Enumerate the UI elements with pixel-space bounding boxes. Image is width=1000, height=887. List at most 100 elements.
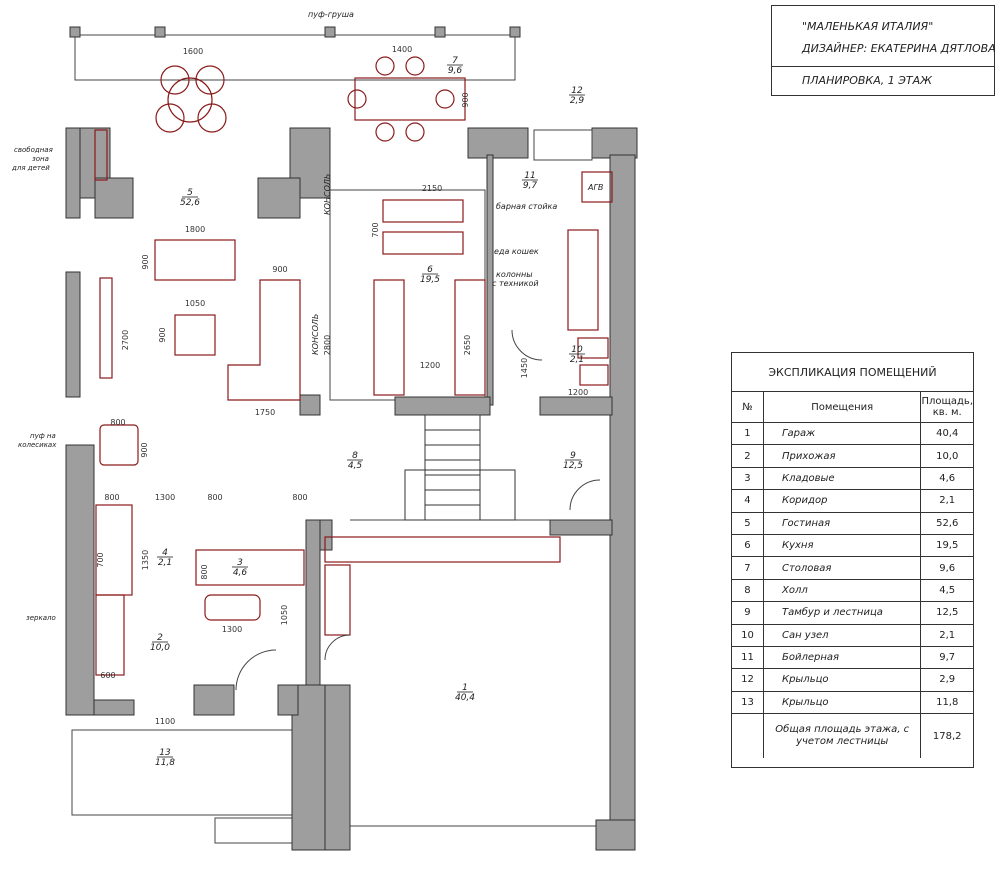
room-area: 11,8 [155,758,175,768]
table-cell-area: 12,5 [920,601,973,625]
table-cell-n: 2 [732,444,764,468]
entrance-door [235,649,277,691]
room-number: 2 [157,633,163,643]
table-cell-n: 3 [732,467,764,491]
agv-box [581,171,613,203]
wall-west-lower [65,444,95,716]
room-area: 4,6 [233,568,248,578]
room-area: 40,4 [455,693,475,703]
dimension-label: 1400 [392,45,412,54]
svg-text:колесиках: колесиках [18,441,57,449]
sheet-title: ПЛАНИРОВКА, 1 ЭТАЖ [802,74,933,87]
room-area: 9,7 [523,181,538,191]
table-cell-name: Бойлерная [763,646,922,670]
wardrobe [95,504,133,596]
table-cell-n: 8 [732,579,764,603]
dimension-label: 800 [104,493,119,502]
table-cell-area: 19,5 [920,534,973,558]
table-header-row: № Помещения Площадь, кв. м. [732,392,973,423]
pouf-square [174,314,216,356]
table-cell-area: 4,5 [920,579,973,603]
title-block: "МАЛЕНЬКАЯ ИТАЛИЯ" ДИЗАЙНЕР: ЕКАТЕРИНА Д… [771,5,996,96]
dimension-label: 900 [140,442,149,457]
room-explication-table: ЭКСПЛИКАЦИЯ ПОМЕЩЕНИЙ № Помещения Площад… [731,352,974,768]
svg-text:свободная: свободная [14,146,53,154]
wall-east [609,154,636,821]
dimension-label: 800 [110,418,125,427]
dimension-label: 1300 [155,493,175,502]
storage-cabinets [195,549,305,586]
table-cell-n: 7 [732,556,764,580]
room-area: 10,0 [150,643,170,653]
dimension-label: 1350 [141,550,150,570]
room-area: 9,6 [448,66,463,76]
table-cell-area: 2,9 [920,668,973,692]
table-cell-name: Крыльцо [763,668,922,692]
dimension-label: 800 [292,493,307,502]
porch-outline [71,729,293,816]
dining-table [354,77,466,121]
table-cell-area: 2,1 [920,624,973,647]
table-cell-n: 4 [732,489,764,513]
room-number: 4 [162,548,168,558]
round-table [167,77,213,123]
dimension-label: 2700 [121,330,130,350]
room-number: 1 [462,683,468,693]
dimension-label: 800 [200,564,209,579]
explication-title: ЭКСПЛИКАЦИЯ ПОМЕЩЕНИЙ [732,353,973,392]
table-cell-n: 6 [732,534,764,558]
table-cell-name: Столовая [763,556,922,580]
dimension-label: 700 [371,222,380,237]
table-cell-name: Гараж [763,422,922,446]
table-cell-name: Коридор [763,489,922,513]
room-area: 52,6 [180,198,200,208]
table-cell-n: 13 [732,691,764,715]
project-name: "МАЛЕНЬКАЯ ИТАЛИЯ" [802,20,934,33]
terrace-outline [74,34,516,81]
svg-text:КОНСОЛЬ: КОНСОЛЬ [311,314,320,355]
dimension-label: 700 [96,552,105,567]
mirror-label: зеркало [26,614,56,622]
room-number: 13 [159,748,171,758]
table-cell-name: Кухня [763,534,922,558]
dimension-label: 2150 [422,184,442,193]
room-area: 19,5 [420,275,440,285]
staircase [404,414,516,521]
dimension-label: 800 [207,493,222,502]
table-cell-area: 52,6 [920,512,973,535]
wall-west-fireplace [65,271,81,398]
dimension-label: 1050 [185,299,205,308]
dimension-label: 1750 [255,408,275,417]
dimension-label: 1450 [520,358,529,378]
dimension-label: 900 [272,265,287,274]
table-cell-area: 40,4 [920,422,973,446]
garage-shelving [324,536,561,563]
boiler-equipment [567,229,599,331]
table-cell-name: Холл [763,579,922,603]
table-cell-area: 2,1 [920,489,973,513]
wall-garage-west [324,684,351,851]
room-area: 2,1 [158,558,172,568]
svg-text:пуф на: пуф на [30,432,56,440]
puf-grusha-label: пуф-груша [308,10,354,19]
room-number: 5 [187,188,193,198]
pouf-wheels [99,424,139,466]
dimension-label: 600 [100,671,115,680]
table-cell-area: 9,6 [920,556,973,580]
svg-text:КОНСОЛЬ: КОНСОЛЬ [323,174,332,215]
room-number: 3 [237,558,243,568]
svg-text:с техникой: с техникой [492,279,539,288]
table-cell-area: 4,6 [920,467,973,491]
room-area: 2,9 [570,96,585,106]
room-area: 2,1 [570,355,584,365]
room-area: 12,5 [563,461,583,471]
total-area: 178,2 [932,730,962,742]
